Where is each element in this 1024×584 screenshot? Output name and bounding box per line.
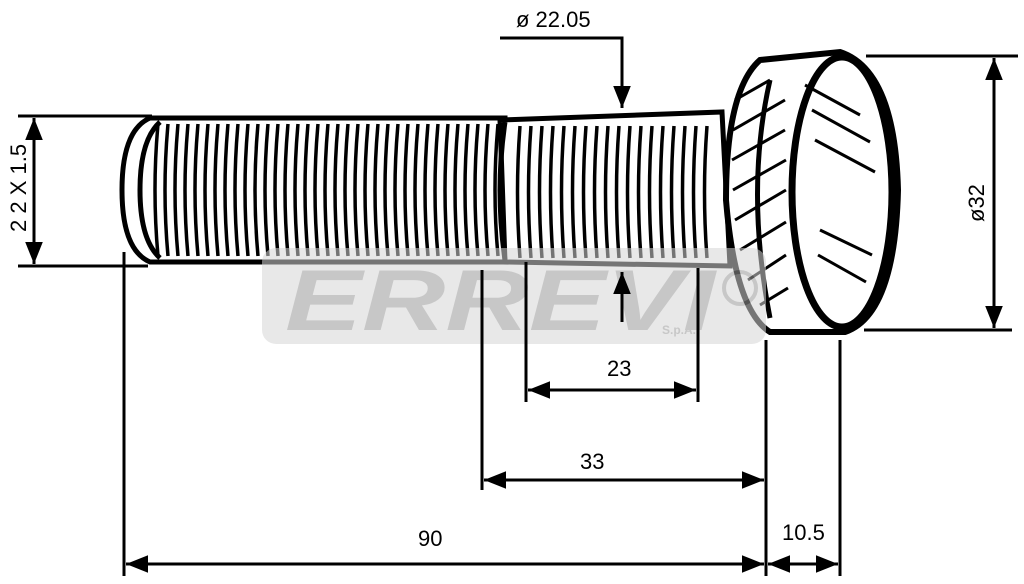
- watermark: ERREVI S.p.A.: [262, 248, 766, 349]
- thread-ridge: [473, 123, 480, 257]
- thread-end-chamfer: [137, 120, 162, 260]
- thread-ridge: [253, 123, 260, 257]
- thread-ridge: [463, 123, 470, 257]
- knurl-ridge: [559, 125, 566, 259]
- thread-ridge: [243, 123, 250, 257]
- head-diameter-label: ø32: [964, 184, 989, 222]
- thread-ridge: [193, 123, 200, 257]
- thread-ridge: [203, 123, 210, 257]
- thread-ridge: [363, 123, 370, 257]
- knurl-length-label: 23: [607, 356, 631, 381]
- shank-length-label: 33: [580, 449, 604, 474]
- knurl-ridge: [702, 125, 709, 259]
- thread-ridge: [173, 123, 180, 257]
- head-face: [788, 53, 896, 331]
- registered-mark-icon: [722, 270, 758, 306]
- thread-ridge: [483, 123, 490, 257]
- thread-ridge: [443, 123, 450, 257]
- knurl-ridge: [581, 125, 588, 259]
- knurl-ridge: [570, 125, 577, 259]
- thread-ridge: [493, 123, 500, 257]
- thread-ridge: [453, 123, 460, 257]
- thread-ridge: [213, 123, 220, 257]
- thread-ridge: [263, 123, 270, 257]
- thread-ridge: [163, 123, 170, 257]
- dimension-lines: [18, 36, 1018, 576]
- knurl-ridge: [614, 125, 621, 259]
- thread-ridge: [233, 123, 240, 257]
- thread-ridge: [403, 123, 410, 257]
- knurl-ridge: [680, 125, 687, 259]
- thread-ridge: [333, 123, 340, 257]
- shank-dia-leader: [500, 36, 631, 108]
- thread-ridge: [433, 123, 440, 257]
- thread-ridge: [393, 123, 400, 257]
- knurl-ridge: [669, 125, 676, 259]
- thread-ridge: [273, 123, 280, 257]
- thread-ridge: [153, 123, 160, 257]
- knurl-ridge: [691, 125, 698, 259]
- thread-ridge: [293, 123, 300, 257]
- thread-ridge: [373, 123, 380, 257]
- thread-ridge: [383, 123, 390, 257]
- knurl-ridge: [537, 125, 544, 259]
- knurl-ridge: [548, 125, 555, 259]
- thread-ridge: [223, 123, 230, 257]
- knurl-ridge: [603, 125, 610, 259]
- watermark-brand: ERREVI: [285, 253, 718, 349]
- thread-ridge: [283, 123, 290, 257]
- thread-ridge: [423, 123, 430, 257]
- thread-ridge: [183, 123, 190, 257]
- thread-ridge: [413, 123, 420, 257]
- knurl-ridge: [658, 125, 665, 259]
- knurl-ridge: [515, 125, 522, 259]
- knurl-ridge: [636, 125, 643, 259]
- watermark-suffix: S.p.A.: [662, 323, 696, 337]
- knurl-ridge: [526, 125, 533, 259]
- thread-ridge: [303, 123, 310, 257]
- knurl-collar: [497, 121, 508, 261]
- bolt-illustration: [119, 48, 902, 335]
- dimension-labels: ø 22.05 2 2 X 1.5 ø32 23 33 90 10.5: [6, 7, 989, 551]
- knurl-ridge: [592, 125, 599, 259]
- total-length-label: 90: [418, 526, 442, 551]
- knurl-ridge: [625, 125, 632, 259]
- thread-ridge: [313, 123, 320, 257]
- watermark-band: [262, 248, 766, 344]
- knurl-ridge: [647, 125, 654, 259]
- thread-label: 2 2 X 1.5: [6, 144, 31, 232]
- shank-diameter-label: ø 22.05: [516, 7, 591, 32]
- knurl-ridges: [515, 125, 709, 259]
- head-thickness-label: 10.5: [782, 520, 825, 545]
- thread-ridge: [343, 123, 350, 257]
- thread-ridge: [353, 123, 360, 257]
- thread-ridges: [153, 123, 500, 257]
- thread-ridge: [323, 123, 330, 257]
